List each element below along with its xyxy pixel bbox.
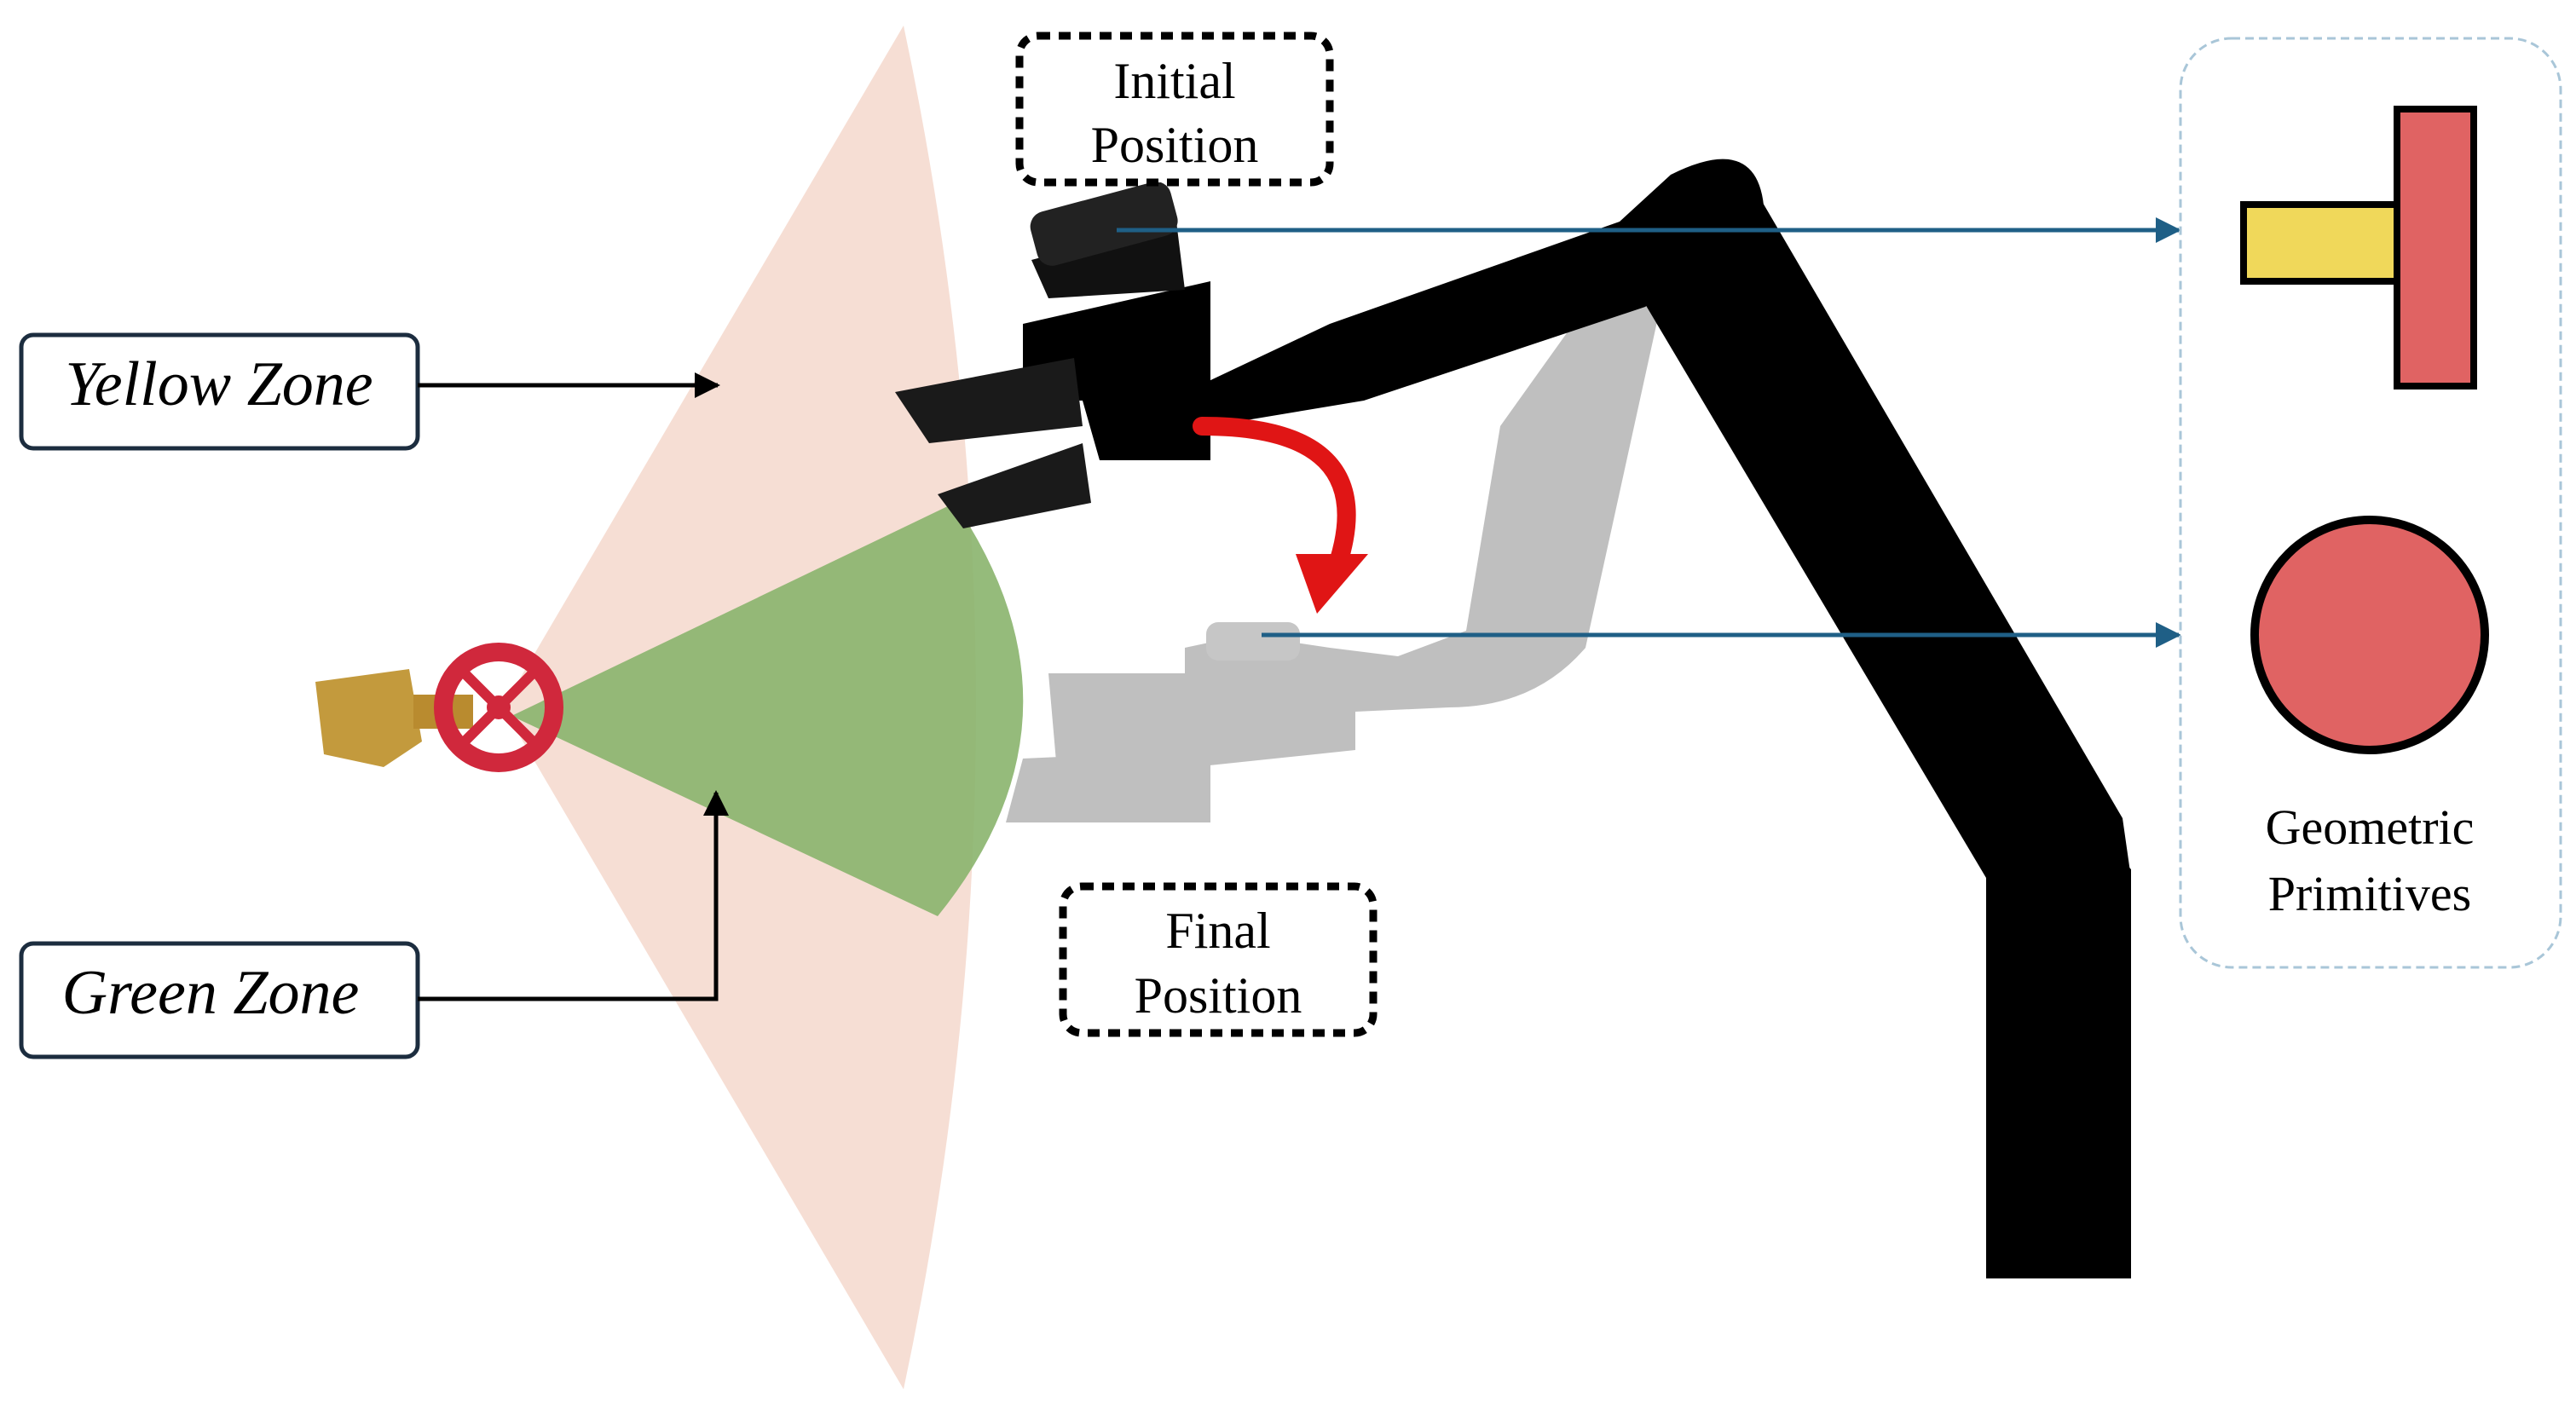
yellow-zone-label: Yellow Zone [65, 349, 373, 419]
final-position-box [1059, 882, 1378, 1037]
green-zone-pointer-arrow [418, 790, 729, 1001]
final-position-label-line2: Position [1135, 967, 1302, 1024]
yellow-zone-label-box [19, 332, 420, 451]
green-zone-label: Green Zone [62, 958, 360, 1028]
initial-position-label-line1: Initial [1113, 53, 1235, 109]
primitives-label-line2: Primitives [2268, 866, 2471, 921]
primitive-yellow-block [2240, 201, 2400, 285]
final-position-label-line1: Final [1165, 903, 1270, 959]
gate-valve-icon [315, 643, 563, 772]
primitive-red-circle [2250, 516, 2489, 754]
primitive-red-block [2394, 106, 2477, 390]
curved-arrow-icon [1193, 417, 1368, 614]
robot-arm-final [1006, 298, 1662, 822]
camera-icon [1206, 622, 1300, 661]
green-zone-region [511, 503, 1024, 916]
initial-position-label-line2: Position [1091, 117, 1259, 173]
primitives-label-line1: Geometric [2266, 799, 2475, 855]
robot-arm-initial [895, 159, 2131, 1278]
camera-icon [1030, 182, 1178, 266]
initial-position-box [1015, 32, 1334, 187]
